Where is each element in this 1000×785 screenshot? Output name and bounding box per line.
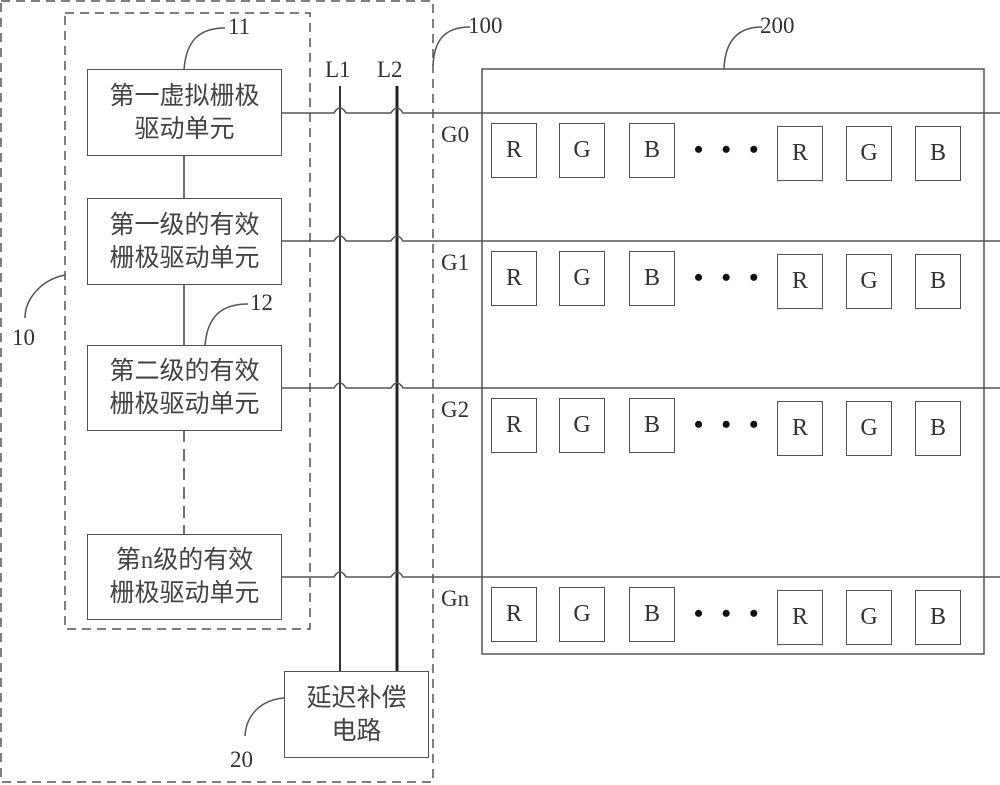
unit-text-line2: 栅极驱动单元 bbox=[109, 580, 260, 607]
subpixel-r[interactable]: R bbox=[491, 587, 537, 642]
subpixel-g[interactable]: G bbox=[559, 251, 605, 306]
unit-text-line2: 栅极驱动单元 bbox=[109, 391, 260, 418]
ref-100: 100 bbox=[468, 13, 503, 38]
subpixel-r[interactable]: R bbox=[491, 123, 537, 178]
subpixel-r[interactable]: R bbox=[777, 401, 823, 456]
gate-driver-unit-n[interactable]: 第n级的有效栅极驱动单元 bbox=[87, 534, 282, 620]
subpixel-g[interactable]: G bbox=[559, 123, 605, 178]
subpixel-g[interactable]: G bbox=[846, 590, 892, 645]
gate-line-g2 bbox=[282, 382, 1000, 389]
circuit-text-line2: 电路 bbox=[331, 717, 382, 745]
display-panel-frame bbox=[481, 68, 985, 655]
unit-text-line1: 第n级的有效 bbox=[115, 547, 254, 574]
gate-line-gn bbox=[282, 571, 1000, 578]
inner-dashed-frame bbox=[64, 12, 311, 630]
leader-11 bbox=[183, 27, 226, 71]
subpixel-g[interactable]: G bbox=[846, 401, 892, 456]
subpixel-b[interactable]: B bbox=[915, 590, 961, 645]
subpixel-g[interactable]: G bbox=[559, 587, 605, 642]
gate-label-gn: Gn bbox=[441, 586, 470, 611]
ellipsis: • • • bbox=[694, 410, 765, 439]
subpixel-r[interactable]: R bbox=[777, 254, 823, 309]
subpixel-g[interactable]: G bbox=[846, 254, 892, 309]
gate-driver-unit-2[interactable]: 第二级的有效栅极驱动单元 bbox=[87, 345, 282, 431]
subpixel-r[interactable]: R bbox=[777, 126, 823, 181]
subpixel-b[interactable]: B bbox=[915, 126, 961, 181]
subpixel-g[interactable]: G bbox=[846, 126, 892, 181]
ref-10: 10 bbox=[12, 325, 35, 350]
ref-12: 12 bbox=[250, 290, 273, 315]
unit-text-line1: 第一虚拟栅极 bbox=[109, 82, 260, 110]
gate-line-g0 bbox=[282, 107, 1000, 114]
label-l2: L2 bbox=[377, 57, 403, 82]
virtual-gate-driver-unit[interactable]: 第一虚拟栅极驱动单元 bbox=[87, 69, 282, 156]
subpixel-r[interactable]: R bbox=[491, 251, 537, 306]
label-l1: L1 bbox=[325, 57, 351, 82]
gate-label-g0: G0 bbox=[441, 122, 470, 147]
subpixel-g[interactable]: G bbox=[559, 398, 605, 453]
subpixel-b[interactable]: B bbox=[629, 587, 675, 642]
unit-text-line1: 第一级的有效 bbox=[109, 211, 260, 239]
subpixel-r[interactable]: R bbox=[491, 398, 537, 453]
unit-text-line2: 栅极驱动单元 bbox=[109, 244, 260, 272]
leader-20 bbox=[244, 697, 285, 737]
ellipsis: • • • bbox=[694, 135, 765, 164]
unit-text-line1: 第二级的有效 bbox=[109, 358, 260, 385]
delay-compensation-circuit[interactable]: 延迟补偿电路 bbox=[284, 671, 429, 758]
subpixel-b[interactable]: B bbox=[915, 254, 961, 309]
subpixel-b[interactable]: B bbox=[629, 251, 675, 306]
ref-200: 200 bbox=[760, 13, 795, 38]
leader-10 bbox=[24, 274, 66, 319]
ellipsis: • • • bbox=[694, 263, 765, 292]
leader-200 bbox=[723, 26, 763, 70]
subpixel-b[interactable]: B bbox=[629, 398, 675, 453]
outer-dashed-frame bbox=[0, 0, 434, 783]
ref-11: 11 bbox=[228, 14, 251, 39]
gate-label-g1: G1 bbox=[441, 250, 470, 275]
gate-label-g2: G2 bbox=[441, 397, 470, 422]
gate-driver-unit-1[interactable]: 第一级的有效栅极驱动单元 bbox=[87, 198, 282, 285]
leader-12 bbox=[204, 303, 249, 347]
gate-line-g1 bbox=[282, 235, 1000, 242]
leader-100 bbox=[432, 26, 471, 67]
ref-20: 20 bbox=[230, 747, 253, 772]
unit-text-line2: 驱动单元 bbox=[134, 115, 235, 143]
ellipsis: • • • bbox=[694, 599, 765, 628]
subpixel-b[interactable]: B bbox=[915, 401, 961, 456]
subpixel-b[interactable]: B bbox=[629, 123, 675, 178]
circuit-text-line1: 延迟补偿 bbox=[306, 684, 407, 712]
subpixel-r[interactable]: R bbox=[777, 590, 823, 645]
gate-lines bbox=[282, 107, 1000, 578]
